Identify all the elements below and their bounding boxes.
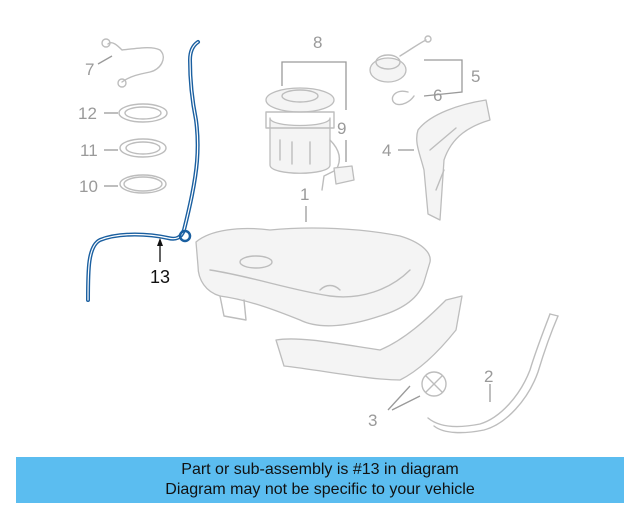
leader-8 [281,61,347,110]
part-5-filler-cap [369,35,432,83]
part-11-lock-ring [119,138,167,158]
part-8-fuel-pump [265,87,335,174]
part-7-sensor-wire [101,38,164,88]
leader-7 [97,55,113,65]
part-3-shield [275,295,463,397]
leader-5 [423,59,463,97]
part-2-strap [427,313,559,434]
callout-8: 8 [313,33,322,52]
part-12-lock-ring [118,103,168,123]
part-6-clip [391,90,415,106]
banner-line-2: Diagram may not be specific to your vehi… [165,481,475,498]
callout-10: 10 [79,177,98,196]
callout-7: 7 [85,60,94,79]
leader-13-arrow [157,238,163,246]
part-4-shield [416,99,491,221]
callout-4: 4 [382,141,391,160]
info-banner: Part or sub-assembly is #13 in diagram D… [16,457,624,503]
part-1-fuel-tank [195,227,431,327]
callout-12: 12 [78,104,97,123]
callout-11: 11 [80,141,98,160]
callout-2: 2 [484,367,493,386]
callout-6: 6 [433,86,442,105]
banner-line-1: Part or sub-assembly is #13 in diagram [181,461,459,478]
part-10-seal [119,174,167,194]
callout-3: 3 [368,411,377,430]
part-13-vent-hose [86,40,200,302]
callout-5: 5 [471,67,480,86]
callout-13: 13 [150,267,170,287]
callout-1: 1 [300,185,309,204]
leader-3 [387,385,421,411]
callout-9: 9 [337,119,346,138]
parts-diagram: 7 12 11 10 13 8 9 5 6 4 1 3 2 [78,33,559,434]
part-9-sender [321,139,355,191]
